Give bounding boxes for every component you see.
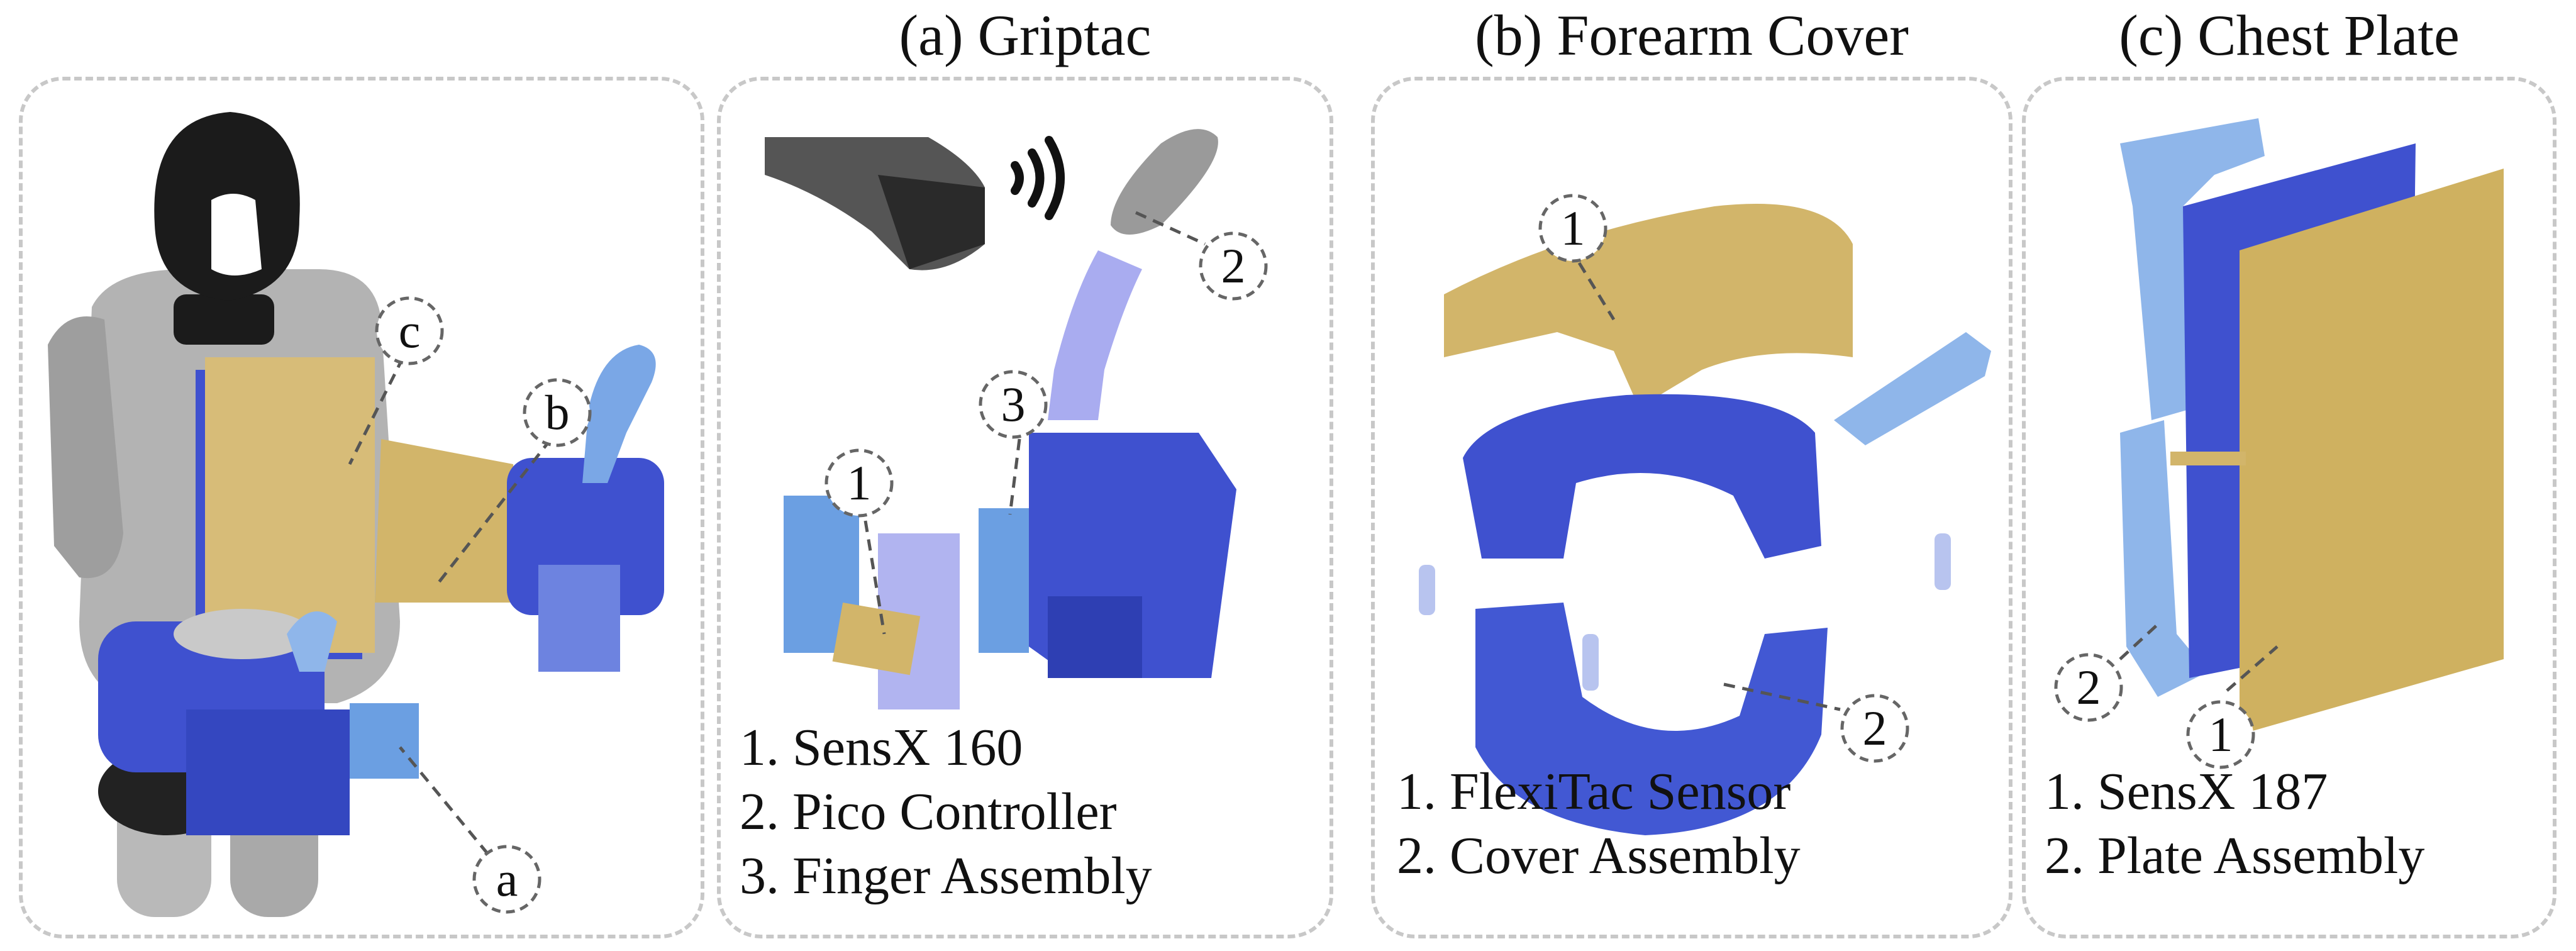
griptac-callout-3-circle <box>979 370 1048 439</box>
forearm-cover-sensor <box>375 439 526 603</box>
griptac-callout-1-leader <box>863 520 886 635</box>
griptac-body-shadow <box>1048 596 1142 678</box>
sensx-160-sensor <box>832 602 921 676</box>
callout-b-label: b <box>545 385 570 440</box>
chest-callout-1-circle <box>2186 700 2255 769</box>
griptac-item-3: 3. Finger Assembly <box>740 847 1152 905</box>
vr-headset-visor <box>878 175 985 269</box>
forearm-gripper <box>538 565 620 672</box>
forearm-item-1: 1. FlexiTac Sensor <box>1397 762 1791 821</box>
chest-plate-frame-upper <box>2120 118 2265 420</box>
chest-plate-parts-list: 1. SensX 187 2. Plate Assembly <box>2045 760 2424 888</box>
chest-plate-illustration: 2 1 <box>2054 118 2504 769</box>
forearm-callout-2-leader <box>1723 682 1841 711</box>
callout-c-circle <box>375 296 444 365</box>
griptac-arm-finger <box>350 703 419 779</box>
griptac-heading: (a) Griptac <box>899 3 1152 67</box>
forearm-callout-2-label: 2 <box>1863 701 1887 755</box>
chest-plate-frame-lower <box>2120 420 2208 697</box>
callout-a-leader <box>399 746 489 855</box>
pico-controller-icon <box>1111 129 1218 235</box>
griptac-callout-2-circle <box>1199 231 1268 301</box>
forearm-callout-1-circle <box>1538 194 1607 263</box>
griptac-item-1: 1. SensX 160 <box>740 718 1023 777</box>
forearm-cover-panel: 1 2 1. FlexiTac Sensor 2. Cover Assembly <box>1371 77 2012 938</box>
chest-plate-mount-rod <box>2170 452 2246 465</box>
griptac-callout-2-leader <box>1135 211 1206 246</box>
griptac-parts-list: 1. SensX 160 2. Pico Controller 3. Finge… <box>740 716 1152 908</box>
callout-b-leader <box>436 438 552 585</box>
robot-arm-left <box>48 316 123 579</box>
forearm-callout-1-label: 1 <box>1561 201 1585 255</box>
chest-callout-2-leader <box>2119 620 2162 660</box>
robot-face-window <box>211 194 262 275</box>
robot-illustration: c b a <box>48 112 664 917</box>
chest-item-1: 1. SensX 187 <box>2045 762 2328 821</box>
griptac-panel: 1 2 3 1. SensX 160 2. Pico Controller 3.… <box>717 77 1333 938</box>
forearm-handle <box>582 345 656 483</box>
griptac-arm-handle <box>287 611 337 672</box>
chest-callout-2-label: 2 <box>2077 660 2101 715</box>
griptac-callout-3-label: 3 <box>1001 377 1026 431</box>
griptac-callout-3-leader <box>1008 438 1021 515</box>
griptac-callout-1-circle <box>824 448 894 518</box>
forearm-item-2: 2. Cover Assembly <box>1397 826 1801 885</box>
chest-callout-1-label: 1 <box>2209 707 2233 762</box>
robot-neck <box>174 294 274 345</box>
chest-plate-heading: (c) Chest Plate <box>2119 3 2460 67</box>
chest-plate-panel: 2 1 1. SensX 187 2. Plate Assembly <box>2022 77 2557 938</box>
cover-clip-left <box>1419 565 1435 615</box>
forearm-cover-heading: (b) Forearm Cover <box>1475 3 1909 67</box>
callout-c-label: c <box>399 303 421 358</box>
griptac-arm-base <box>186 709 350 835</box>
callout-a-label: a <box>496 852 518 906</box>
cover-assembly-lower-shell <box>1475 603 1828 835</box>
cover-assembly-upper-shell <box>1463 394 1821 559</box>
forearm-callout-1-leader <box>1577 262 1616 321</box>
chest-plate-sensor <box>205 357 375 653</box>
griptac-handle <box>1048 250 1142 420</box>
griptac-callout-2-label: 2 <box>1221 238 1246 293</box>
chest-callout-1-leader <box>2226 645 2279 692</box>
callout-a-circle <box>472 845 541 914</box>
griptac-item-2: 2. Pico Controller <box>740 782 1117 841</box>
chest-callout-2-circle <box>2054 653 2123 722</box>
forearm-cover-illustration: 1 2 <box>1419 194 1991 835</box>
finger-assembly-plate <box>979 508 1029 653</box>
forearm-callout-2-circle <box>1840 694 1909 763</box>
wireless-signal-icon <box>1011 136 1065 220</box>
cover-clip-center <box>1582 634 1599 691</box>
callout-b-circle <box>523 378 592 447</box>
forearm-link-part <box>1834 332 1991 445</box>
chest-item-2: 2. Plate Assembly <box>2045 826 2425 885</box>
flexitac-sensor-sheet <box>1444 204 1853 408</box>
griptac-illustration: 1 2 3 <box>765 129 1268 709</box>
cover-clip-right <box>1935 533 1951 590</box>
callout-c-leader <box>348 356 405 465</box>
griptac-callout-1-label: 1 <box>847 455 872 510</box>
robot-overview-panel: c b a <box>19 77 704 938</box>
griptac-arm-controller <box>174 609 312 659</box>
sensx-187-sensor-plate <box>2240 169 2504 735</box>
forearm-cover-parts-list: 1. FlexiTac Sensor 2. Cover Assembly <box>1397 760 1801 888</box>
